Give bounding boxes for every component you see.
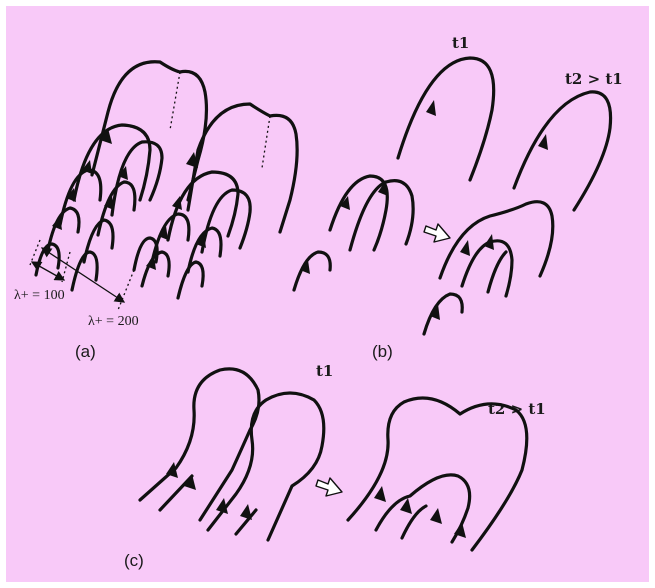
panel-label-b: (b) — [372, 342, 393, 361]
time-label-before-c: t1 — [316, 362, 333, 380]
lambda-200-label: λ+ = 200 — [88, 314, 139, 329]
panel-label-a: (a) — [75, 342, 96, 361]
panel-label-c: (c) — [124, 551, 144, 570]
lambda-100-label: λ+ = 100 — [14, 288, 65, 303]
time-label-after: t2 > t1 — [565, 70, 623, 88]
time-label-before: t1 — [452, 34, 469, 52]
